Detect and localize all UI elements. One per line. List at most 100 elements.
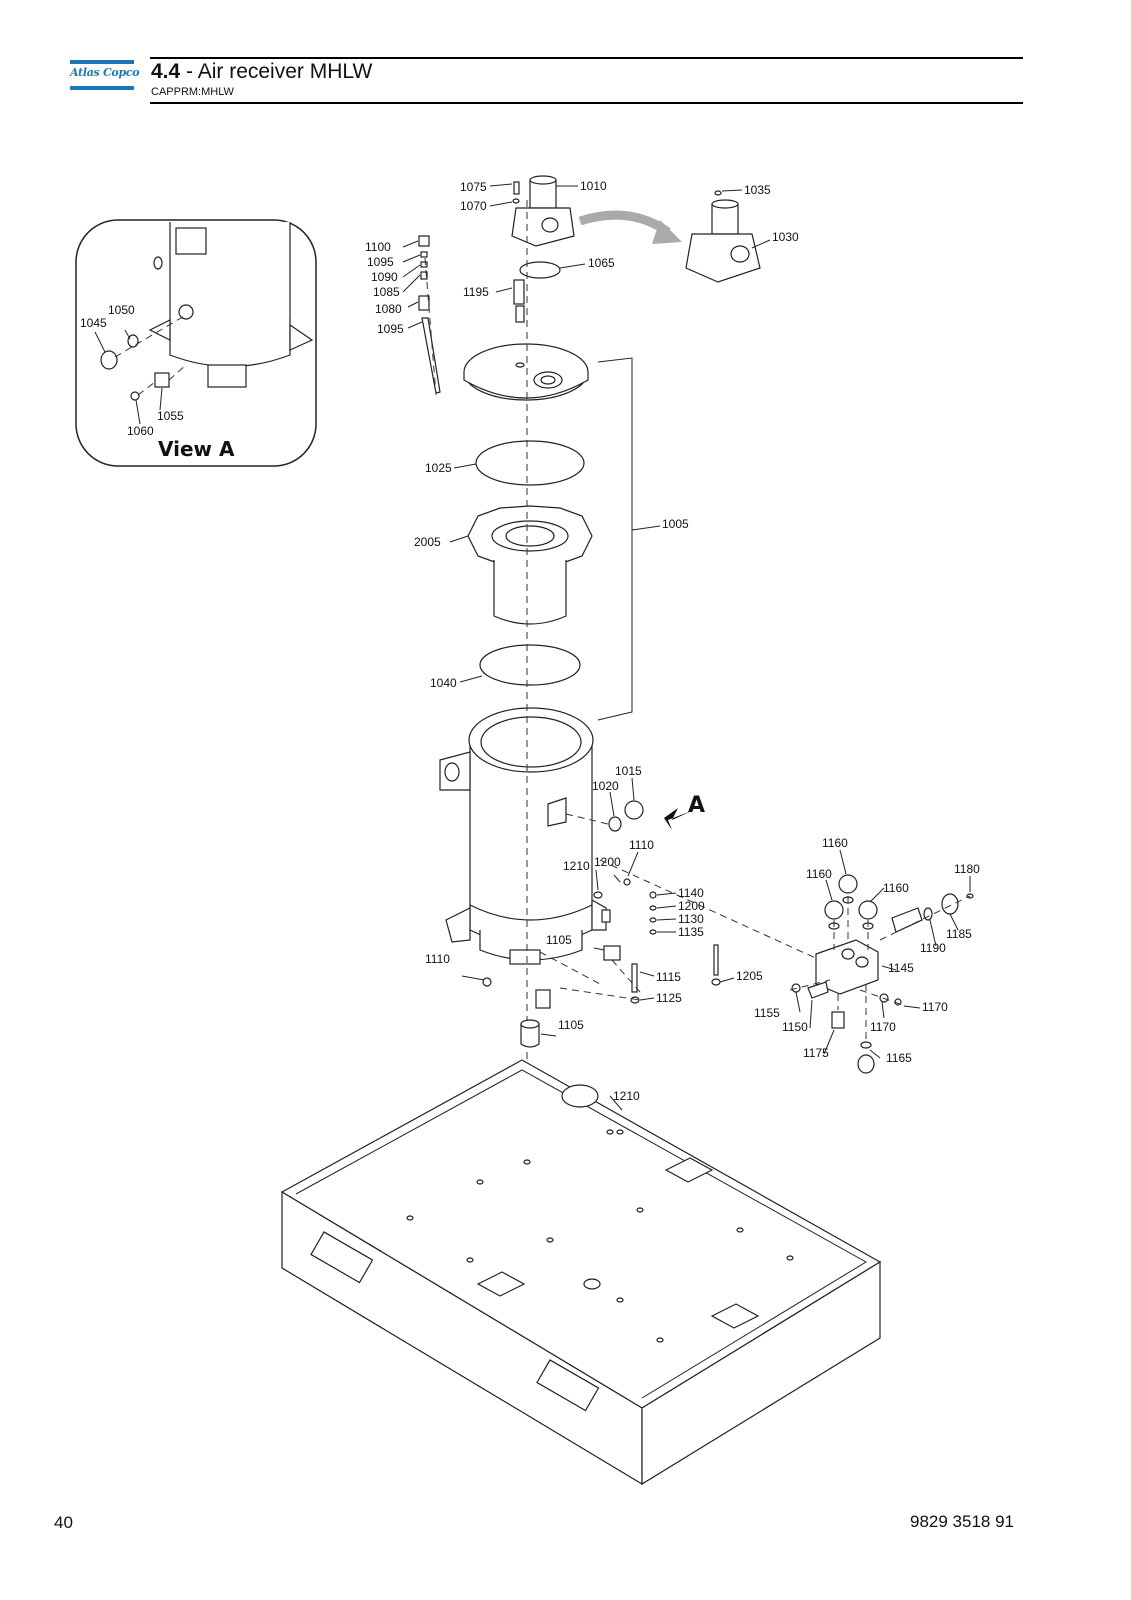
callout-1175: 1175 xyxy=(803,1046,829,1060)
callout-2005: 2005 xyxy=(414,535,441,549)
air-receiver-vessel xyxy=(439,707,607,965)
callout-1110-top: 1110 xyxy=(629,838,654,852)
callout-1085: 1085 xyxy=(373,285,400,299)
callout-1080: 1080 xyxy=(375,302,402,316)
callout-1095-top: 1095 xyxy=(367,255,394,269)
part-1115-bolt xyxy=(631,963,638,993)
callout-1160-left: 1160 xyxy=(806,867,832,881)
part-1035-screw xyxy=(714,190,722,196)
callout-1125: 1125 xyxy=(656,991,682,1005)
callout-1150: 1150 xyxy=(782,1020,808,1034)
callout-1035: 1035 xyxy=(744,183,771,197)
callout-1105-mid: 1105 xyxy=(546,933,572,947)
callout-1075: 1075 xyxy=(460,180,487,194)
callout-1070: 1070 xyxy=(460,199,487,213)
callout-1210-top: 1210 xyxy=(563,859,590,873)
page-title: 4.4 - Air receiver MHLW xyxy=(151,60,372,84)
callout-1090: 1090 xyxy=(371,270,398,284)
inset-feet xyxy=(148,319,314,351)
logo-bar-bottom xyxy=(70,86,134,90)
view-a-arrow xyxy=(664,808,694,830)
fittings-cluster xyxy=(461,851,821,1004)
sensor-centerline xyxy=(424,257,437,396)
callout-1110-left: 1110 xyxy=(425,952,450,966)
logo-text: Atlas Copco xyxy=(70,66,140,79)
callout-1140: 1140 xyxy=(678,886,704,900)
fitting-block-1145 xyxy=(789,849,974,1074)
callout-1135: 1135 xyxy=(678,925,704,939)
callout-1005: 1005 xyxy=(662,517,689,531)
inset-port xyxy=(178,304,194,320)
callout-1160-top: 1160 xyxy=(822,836,848,850)
callout-1185: 1185 xyxy=(946,927,972,941)
callout-1190: 1190 xyxy=(920,941,946,955)
callout-1145: 1145 xyxy=(888,961,914,975)
callout-1205: 1205 xyxy=(736,969,763,983)
callout-1025: 1025 xyxy=(425,461,452,475)
callout-1030: 1030 xyxy=(772,230,799,244)
valve-assembly-1030 xyxy=(685,189,771,283)
part-1075-screw xyxy=(513,181,520,195)
inset-drain-block xyxy=(207,364,247,388)
document-number: 9829 3518 91 xyxy=(910,1512,1014,1531)
callout-1160-right: 1160 xyxy=(883,881,909,895)
page-number: 40 xyxy=(54,1513,73,1532)
part-1050-washer xyxy=(127,334,139,348)
valve-assembly-1010 xyxy=(489,175,578,247)
part-1065-oring xyxy=(519,261,561,279)
callout-1180: 1180 xyxy=(954,862,980,876)
callout-1060: 1060 xyxy=(127,424,154,438)
callout-1170-bottom: 1170 xyxy=(870,1020,896,1034)
inset-caption: View A xyxy=(158,437,235,461)
callout-1015: 1015 xyxy=(615,764,642,778)
callout-1100: 1100 xyxy=(365,240,391,254)
page-subtitle: CAPPRM:MHLW xyxy=(151,86,234,98)
part-1070-washer xyxy=(512,198,520,204)
part-1060-screw xyxy=(130,391,140,401)
callout-1165: 1165 xyxy=(886,1051,912,1065)
callout-1065: 1065 xyxy=(588,256,615,270)
inset-view-a: 1050 1045 1055 1060 View A xyxy=(75,219,317,467)
callout-1115: 1115 xyxy=(656,970,681,984)
callout-1200-mid: 1200 xyxy=(678,899,705,913)
inset-vessel-base xyxy=(169,320,291,368)
part-1020-washer xyxy=(608,816,622,832)
callout-1045: 1045 xyxy=(80,316,107,330)
base-frame xyxy=(280,1059,882,1486)
inset-nipple xyxy=(153,256,163,270)
section-title: - Air receiver MHLW xyxy=(180,60,373,83)
part-1045-plug xyxy=(100,350,118,370)
part-2005-separator xyxy=(449,505,593,625)
replacement-arrowhead xyxy=(652,220,682,244)
callout-1050: 1050 xyxy=(108,303,135,317)
callout-1055: 1055 xyxy=(157,409,184,423)
part-1055-valve xyxy=(154,372,170,388)
callout-1155: 1155 xyxy=(754,1006,780,1020)
callout-1040: 1040 xyxy=(430,676,457,690)
callout-1195: 1195 xyxy=(463,285,489,299)
callout-1200-top: 1200 xyxy=(594,855,621,869)
logo-bar-top xyxy=(70,60,134,64)
atlas-copco-logo: Atlas Copco xyxy=(70,60,140,94)
part-1040-oring xyxy=(479,644,581,686)
part-1105-lower-mount xyxy=(520,1023,540,1048)
section-number: 4.4 xyxy=(151,60,181,83)
sensor-stack xyxy=(402,235,441,394)
header-rule-top xyxy=(150,57,1023,59)
callout-1010: 1010 xyxy=(580,179,607,193)
callout-1020: 1020 xyxy=(592,779,619,793)
callout-1105-bottom: 1105 xyxy=(558,1018,584,1032)
callout-1095-bottom: 1095 xyxy=(377,322,404,336)
callout-1170-right: 1170 xyxy=(922,1000,948,1014)
part-1105-mount xyxy=(603,945,621,961)
part-1195-sensor xyxy=(495,279,525,323)
view-a-marker: A xyxy=(688,793,705,818)
part-1025-oring xyxy=(475,440,585,486)
callout-bracket-1005 xyxy=(597,357,633,721)
part-1015-plug xyxy=(624,800,644,820)
bushing xyxy=(535,989,551,1009)
cover-plate xyxy=(463,343,589,401)
replacement-arrow xyxy=(578,210,671,236)
callout-1130: 1130 xyxy=(678,912,704,926)
